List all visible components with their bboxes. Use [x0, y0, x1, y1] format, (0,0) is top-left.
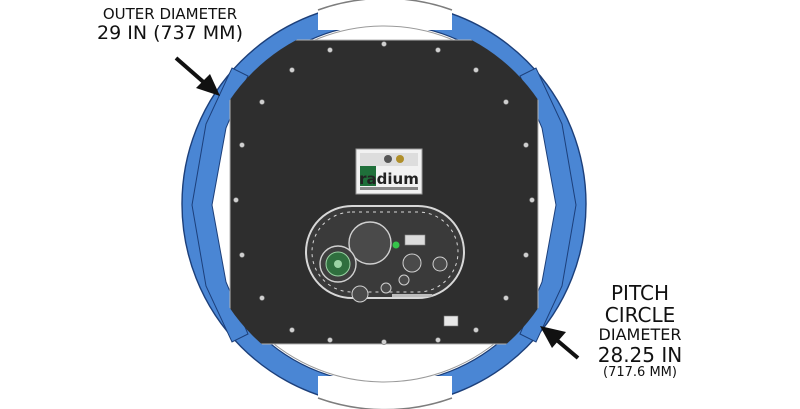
- green-indicator-icon: [392, 241, 400, 249]
- ring-gap-top: [318, 0, 452, 30]
- diameter-label: DIAMETER: [598, 325, 682, 344]
- right-band: [519, 67, 577, 343]
- pitch-diameter-mm: (717.6 MM): [603, 364, 677, 380]
- small-label-plate: [443, 315, 459, 327]
- pitch-label: PITCH: [610, 281, 669, 305]
- pitch-diameter-arrow: [540, 326, 580, 360]
- pitch-diameter-callout: PITCH CIRCLE DIAMETER 28.25 IN (717.6 MM…: [585, 282, 695, 380]
- radium-logo-badge: radium: [355, 148, 423, 195]
- left-band: [191, 67, 249, 343]
- pump-module: [305, 205, 465, 303]
- circle-label: CIRCLE: [604, 303, 676, 327]
- logo-text: radium: [359, 170, 419, 188]
- outer-diameter-label: OUTER DIAMETER: [102, 5, 238, 23]
- pitch-diameter-value: 28.25 IN: [597, 342, 683, 367]
- ring-gap-bottom: [318, 376, 452, 409]
- perimeter-bolts: [233, 41, 535, 345]
- outer-diameter-arrow: [174, 56, 220, 96]
- outer-diameter-value: 29 IN (737 MM): [97, 21, 243, 44]
- outer-diameter-callout: OUTER DIAMETER 29 IN (737 MM): [80, 6, 260, 43]
